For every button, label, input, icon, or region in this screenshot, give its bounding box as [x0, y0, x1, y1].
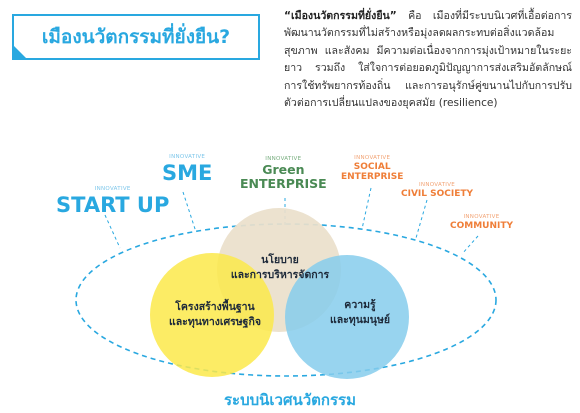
category-community: INNOVATIVE COMMUNITY	[450, 214, 514, 231]
description-lead: “เมืองนวัตกรรมที่ยั่งยืน”	[284, 10, 397, 22]
description-body: คือ เมืองที่มีระบบนิเวศที่เอื้อต่อการพัฒ…	[284, 10, 572, 110]
venn-label-knowledge: ความรู้ และทุนมนุษย์	[329, 299, 391, 326]
connector-social	[361, 187, 372, 230]
circle-infrastructure	[150, 253, 274, 377]
connector-startup	[104, 214, 121, 249]
venn-label-infrastructure: โครงสร้างพื้นฐาน และทุนทางเศรษฐกิจ	[168, 301, 261, 328]
venn-label-policy: นโยบาย และการบริหารจัดการ	[230, 254, 330, 281]
title-box: เมืองนวัตกรรมที่ยั่งยืน?	[12, 14, 260, 60]
category-social-enterprise: INNOVATIVE SOCIAL ENTERPRISE	[341, 155, 404, 183]
connector-sme	[182, 191, 197, 233]
category-startup: INNOVATIVE START UP	[56, 186, 170, 217]
category-sme: INNOVATIVE SME	[162, 154, 213, 185]
ecosystem-title: ระบบนิเวศนวัตกรรม	[224, 391, 356, 409]
connector-civil	[415, 199, 428, 239]
connector-community	[461, 235, 479, 255]
category-green-enterprise: INNOVATIVE Green ENTERPRISE	[240, 156, 327, 192]
circle-knowledge	[285, 255, 409, 379]
description-paragraph: “เมืองนวัตกรรมที่ยั่งยืน” คือ เมืองที่มี…	[284, 8, 572, 112]
page-title: เมืองนวัตกรรมที่ยั่งยืน?	[41, 26, 231, 48]
category-civil-society: INNOVATIVE CIVIL SOCIETY	[401, 182, 474, 199]
